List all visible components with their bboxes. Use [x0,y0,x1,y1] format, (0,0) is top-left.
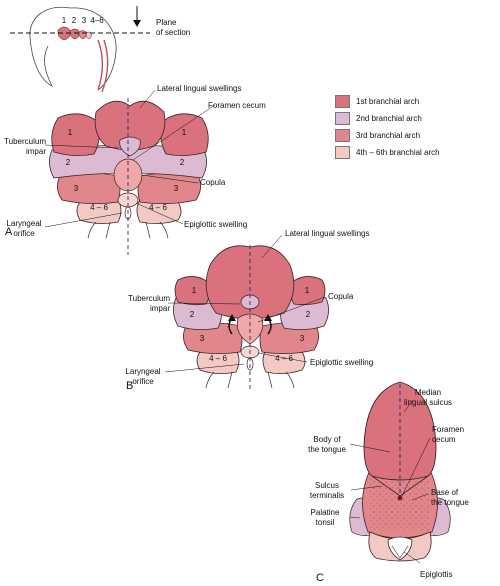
c-epiglottis [387,536,413,561]
embryo-num-1: 1 [61,16,67,25]
a-label-foramen-cecum: Foramen cecum [208,101,266,110]
embryo-sketch [10,6,150,93]
embryo-arch-46 [85,31,92,40]
c-label-epiglottis: Epiglottis [420,570,453,579]
a-tuberculum-impar [119,136,141,157]
b-num: 1 [304,286,310,295]
embryo-arch-2 [69,28,80,40]
panel-c-letter: C [316,572,324,584]
legend-swatch-arch1 [335,94,350,108]
panel-b-drawing [164,234,329,390]
b-num: 2 [305,310,311,319]
c-foramen-cecum [397,495,403,501]
b-num: 2 [189,310,195,319]
plane-of-section-label: Plane of section [156,18,191,37]
c-label-sulcus-terminalis: Sulcus terminalis [309,481,345,500]
a-num: 2 [65,158,71,167]
legend-label-arch3: 3rd branchial arch [356,130,421,140]
panel-b-letter: B [126,380,134,392]
legend-label-arch2: 2nd branchial arch [356,113,422,123]
a-num: 1 [67,128,73,137]
b-num: 1 [191,286,197,295]
a-label-tuberculum-impar: Tuberculum impar [4,137,46,156]
a-num: 4 – 6 [149,203,167,212]
a-num: 1 [181,128,187,137]
legend-item-arch3: 3rd branchial arch [335,128,420,142]
c-body-of-tongue [363,381,437,481]
panel-a-drawing [44,89,216,255]
embryo-arch-1 [57,26,71,41]
a-label-lateral-lingual: Lateral lingual swellings [157,84,242,93]
legend-item-arch2: 2nd branchial arch [335,111,422,125]
b-label-lateral-lingual: Lateral lingual swellings [285,229,370,238]
a-lateral-lingual [94,100,166,151]
legend-swatch-arch46 [335,145,350,159]
b-arch1-left [174,276,210,306]
a-label-epiglottic-swelling: Epiglottic swelling [184,220,248,229]
embryo-num-2: 2 [71,16,77,25]
c-label-body: Body of the tongue [308,435,346,454]
b-label-tuberculum-impar: Tuberculum impar [128,294,170,313]
b-num: 4 – 6 [275,354,293,363]
legend-label-arch46: 4th – 6th branchial arch [356,147,440,157]
legend-swatch-arch2 [335,111,350,125]
b-arch3-left [183,322,243,354]
c-label-median-sulcus: Median lingual sulcus [403,388,453,407]
b-num: 3 [299,334,305,343]
legend-swatch-arch3 [335,128,350,142]
embryo-arch-3 [78,30,87,40]
a-arch1-right [160,113,209,156]
a-arch1-left [51,113,100,156]
a-label-laryngeal-orifice: Laryngeal orifice [6,219,42,238]
a-num: 2 [179,158,185,167]
c-label-foramen-cecum: Foramen cecum [432,425,465,444]
legend-item-arch46: 4th – 6th branchial arch [335,145,440,159]
b-label-laryngeal-orifice: Laryngeal orifice [125,367,161,386]
c-label-palatine-tonsil: Palatine tonsil [310,508,340,527]
panel-c-drawing [349,381,451,564]
a-num: 3 [73,184,79,193]
c-label-base: Base of the tongue [431,488,469,507]
embryo-num-3: 3 [81,16,87,25]
a-num: 3 [173,184,179,193]
b-label-copula: Copula [328,292,354,301]
b-label-epiglottic-swelling: Epiglottic swelling [310,358,374,367]
legend-label-arch1: 1st branchial arch [356,96,420,106]
legend-item-arch1: 1st branchial arch [335,94,419,108]
b-num: 3 [199,334,205,343]
embryo-num-46: 4–6 [90,16,104,25]
panel-a-letter: A [5,226,13,238]
a-label-copula: Copula [200,178,226,187]
a-num: 4 – 6 [90,203,108,212]
b-num: 4 – 6 [209,354,227,363]
